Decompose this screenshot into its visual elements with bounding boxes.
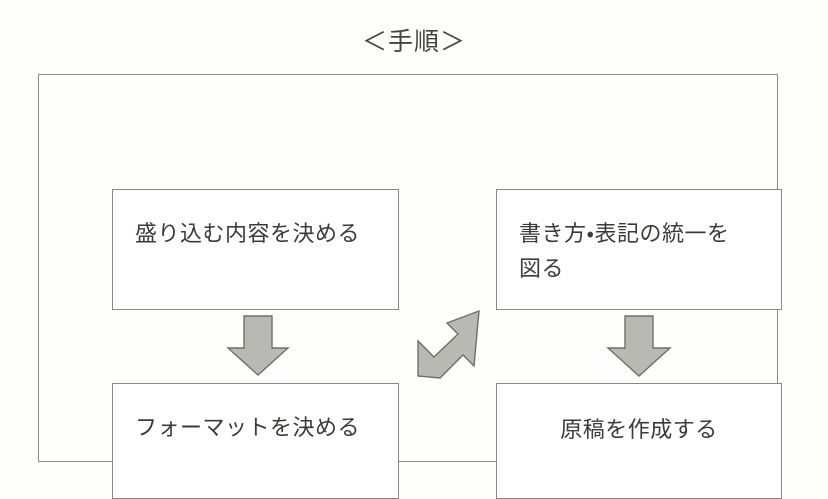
process-box-step-1-label: 盛り込む内容を決める bbox=[135, 221, 361, 246]
procedure-frame: 盛り込む内容を決める フォーマットを決める 書き方・表記の統一を 図る 原稿を作… bbox=[38, 74, 782, 499]
arrow-down-icon bbox=[606, 315, 672, 378]
process-box-step-4[interactable]: 原稿を作成する bbox=[496, 383, 782, 499]
arrow-down-icon bbox=[226, 315, 290, 377]
process-box-step-3[interactable]: 書き方・表記の統一を 図る bbox=[496, 189, 782, 310]
process-box-step-4-label: 原稿を作成する bbox=[560, 417, 718, 442]
process-box-step-2[interactable]: フォーマットを決める bbox=[112, 383, 399, 499]
process-box-step-2-label: フォーマットを決める bbox=[135, 415, 361, 440]
process-box-step-1[interactable]: 盛り込む内容を決める bbox=[112, 189, 399, 310]
process-box-step-3-label: 書き方・表記の統一を 図る bbox=[519, 221, 730, 281]
arrow-up-right-icon bbox=[414, 308, 486, 382]
diagram-title: ＜手順＞ bbox=[361, 28, 466, 56]
